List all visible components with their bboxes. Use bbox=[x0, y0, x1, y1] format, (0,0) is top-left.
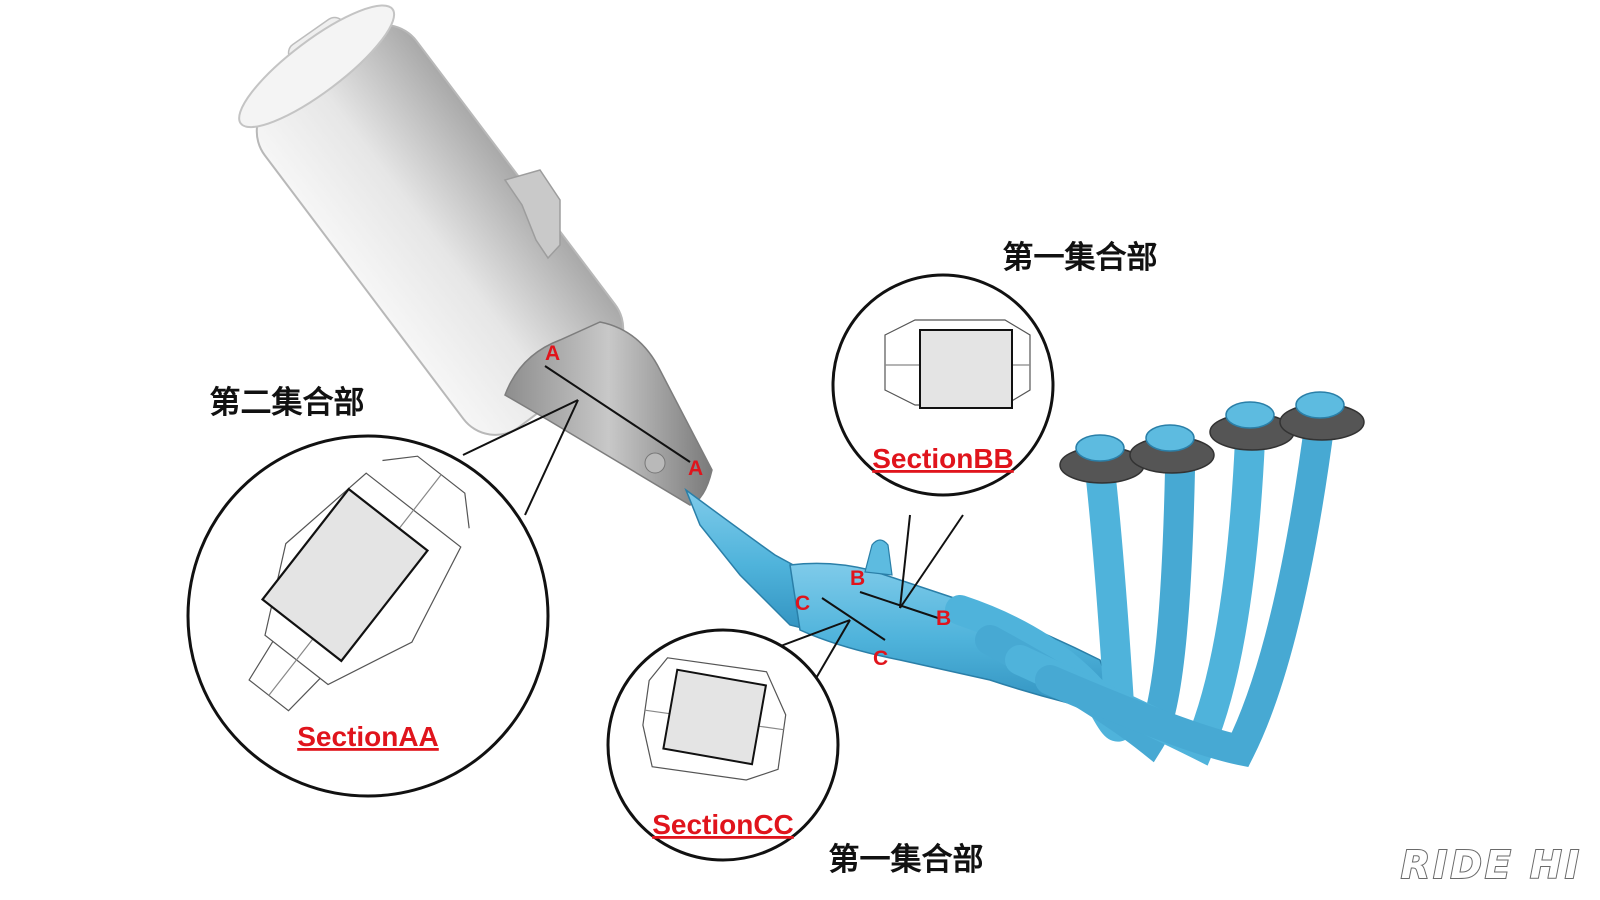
flange-4 bbox=[1279, 391, 1365, 441]
marker-c-bottom: C bbox=[873, 647, 888, 670]
flange-2 bbox=[1129, 424, 1215, 474]
section-lines bbox=[544, 365, 939, 641]
section-line-bb bbox=[859, 591, 939, 619]
callout-section-bb: SectionBB bbox=[831, 273, 1055, 497]
callout-section-aa: SectionAA bbox=[186, 434, 550, 798]
leader-bb-2 bbox=[899, 514, 964, 609]
leader-cc-2 bbox=[814, 619, 851, 681]
marker-b-bottom: B bbox=[936, 607, 951, 630]
marker-b-top: B bbox=[850, 567, 865, 590]
section-line-aa bbox=[544, 365, 691, 463]
exhaust-header-pipes bbox=[684, 391, 1365, 767]
leader-aa bbox=[462, 399, 579, 456]
label-first-collector-bottom: 第一集合部 bbox=[829, 842, 984, 878]
section-aa-title: SectionAA bbox=[297, 721, 439, 752]
leader-aa-2 bbox=[524, 399, 579, 516]
flange-1 bbox=[1059, 434, 1145, 484]
section-bb-title: SectionBB bbox=[872, 443, 1014, 474]
muffler bbox=[238, 4, 713, 506]
label-second-collector: 第二集合部 bbox=[210, 385, 365, 421]
section-line-cc bbox=[821, 597, 886, 641]
marker-a-bottom: A bbox=[688, 457, 703, 480]
label-first-collector-top: 第一集合部 bbox=[1003, 240, 1158, 276]
callout-section-cc: SectionCC bbox=[606, 628, 840, 862]
brand-logo: RIDE HI bbox=[1401, 843, 1582, 887]
marker-a-top: A bbox=[545, 342, 560, 365]
leader-bb bbox=[899, 514, 911, 609]
section-cc-title: SectionCC bbox=[652, 809, 794, 840]
leader-cc bbox=[769, 619, 851, 651]
marker-c-top: C bbox=[795, 592, 810, 615]
flange-3 bbox=[1209, 401, 1295, 451]
section-markers: A A B B C C bbox=[545, 342, 951, 670]
callout-leaders bbox=[462, 399, 964, 681]
